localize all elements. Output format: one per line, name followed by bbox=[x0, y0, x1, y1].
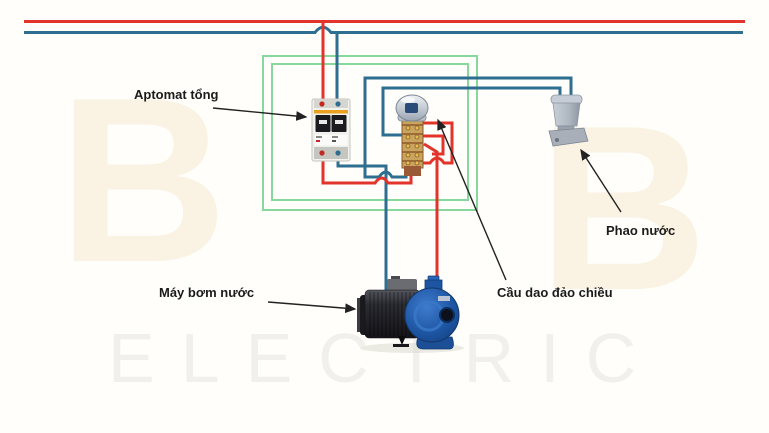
neutral-wires bbox=[24, 25, 743, 298]
label-water-pump: Máy bơm nước bbox=[159, 285, 255, 300]
breaker-device bbox=[311, 98, 351, 162]
control-zone-outline bbox=[262, 55, 478, 211]
annotation-arrows bbox=[212, 107, 622, 314]
label-breaker: Aptomat tổng bbox=[134, 87, 219, 102]
label-float-switch: Phao nước bbox=[606, 223, 676, 238]
reversing-switch-device bbox=[395, 94, 429, 176]
arrow-to-pump bbox=[267, 301, 357, 314]
live-wires bbox=[24, 20, 745, 282]
label-reversing-switch: Cầu dao đảo chiều bbox=[497, 285, 613, 300]
watermark-letter-left: B bbox=[58, 48, 228, 311]
arrow-to-breaker bbox=[212, 107, 308, 121]
float-switch-device bbox=[548, 94, 589, 147]
arrow-to-float bbox=[580, 148, 622, 213]
water-pump-device bbox=[357, 275, 464, 353]
arrow-to-switch bbox=[437, 118, 507, 281]
